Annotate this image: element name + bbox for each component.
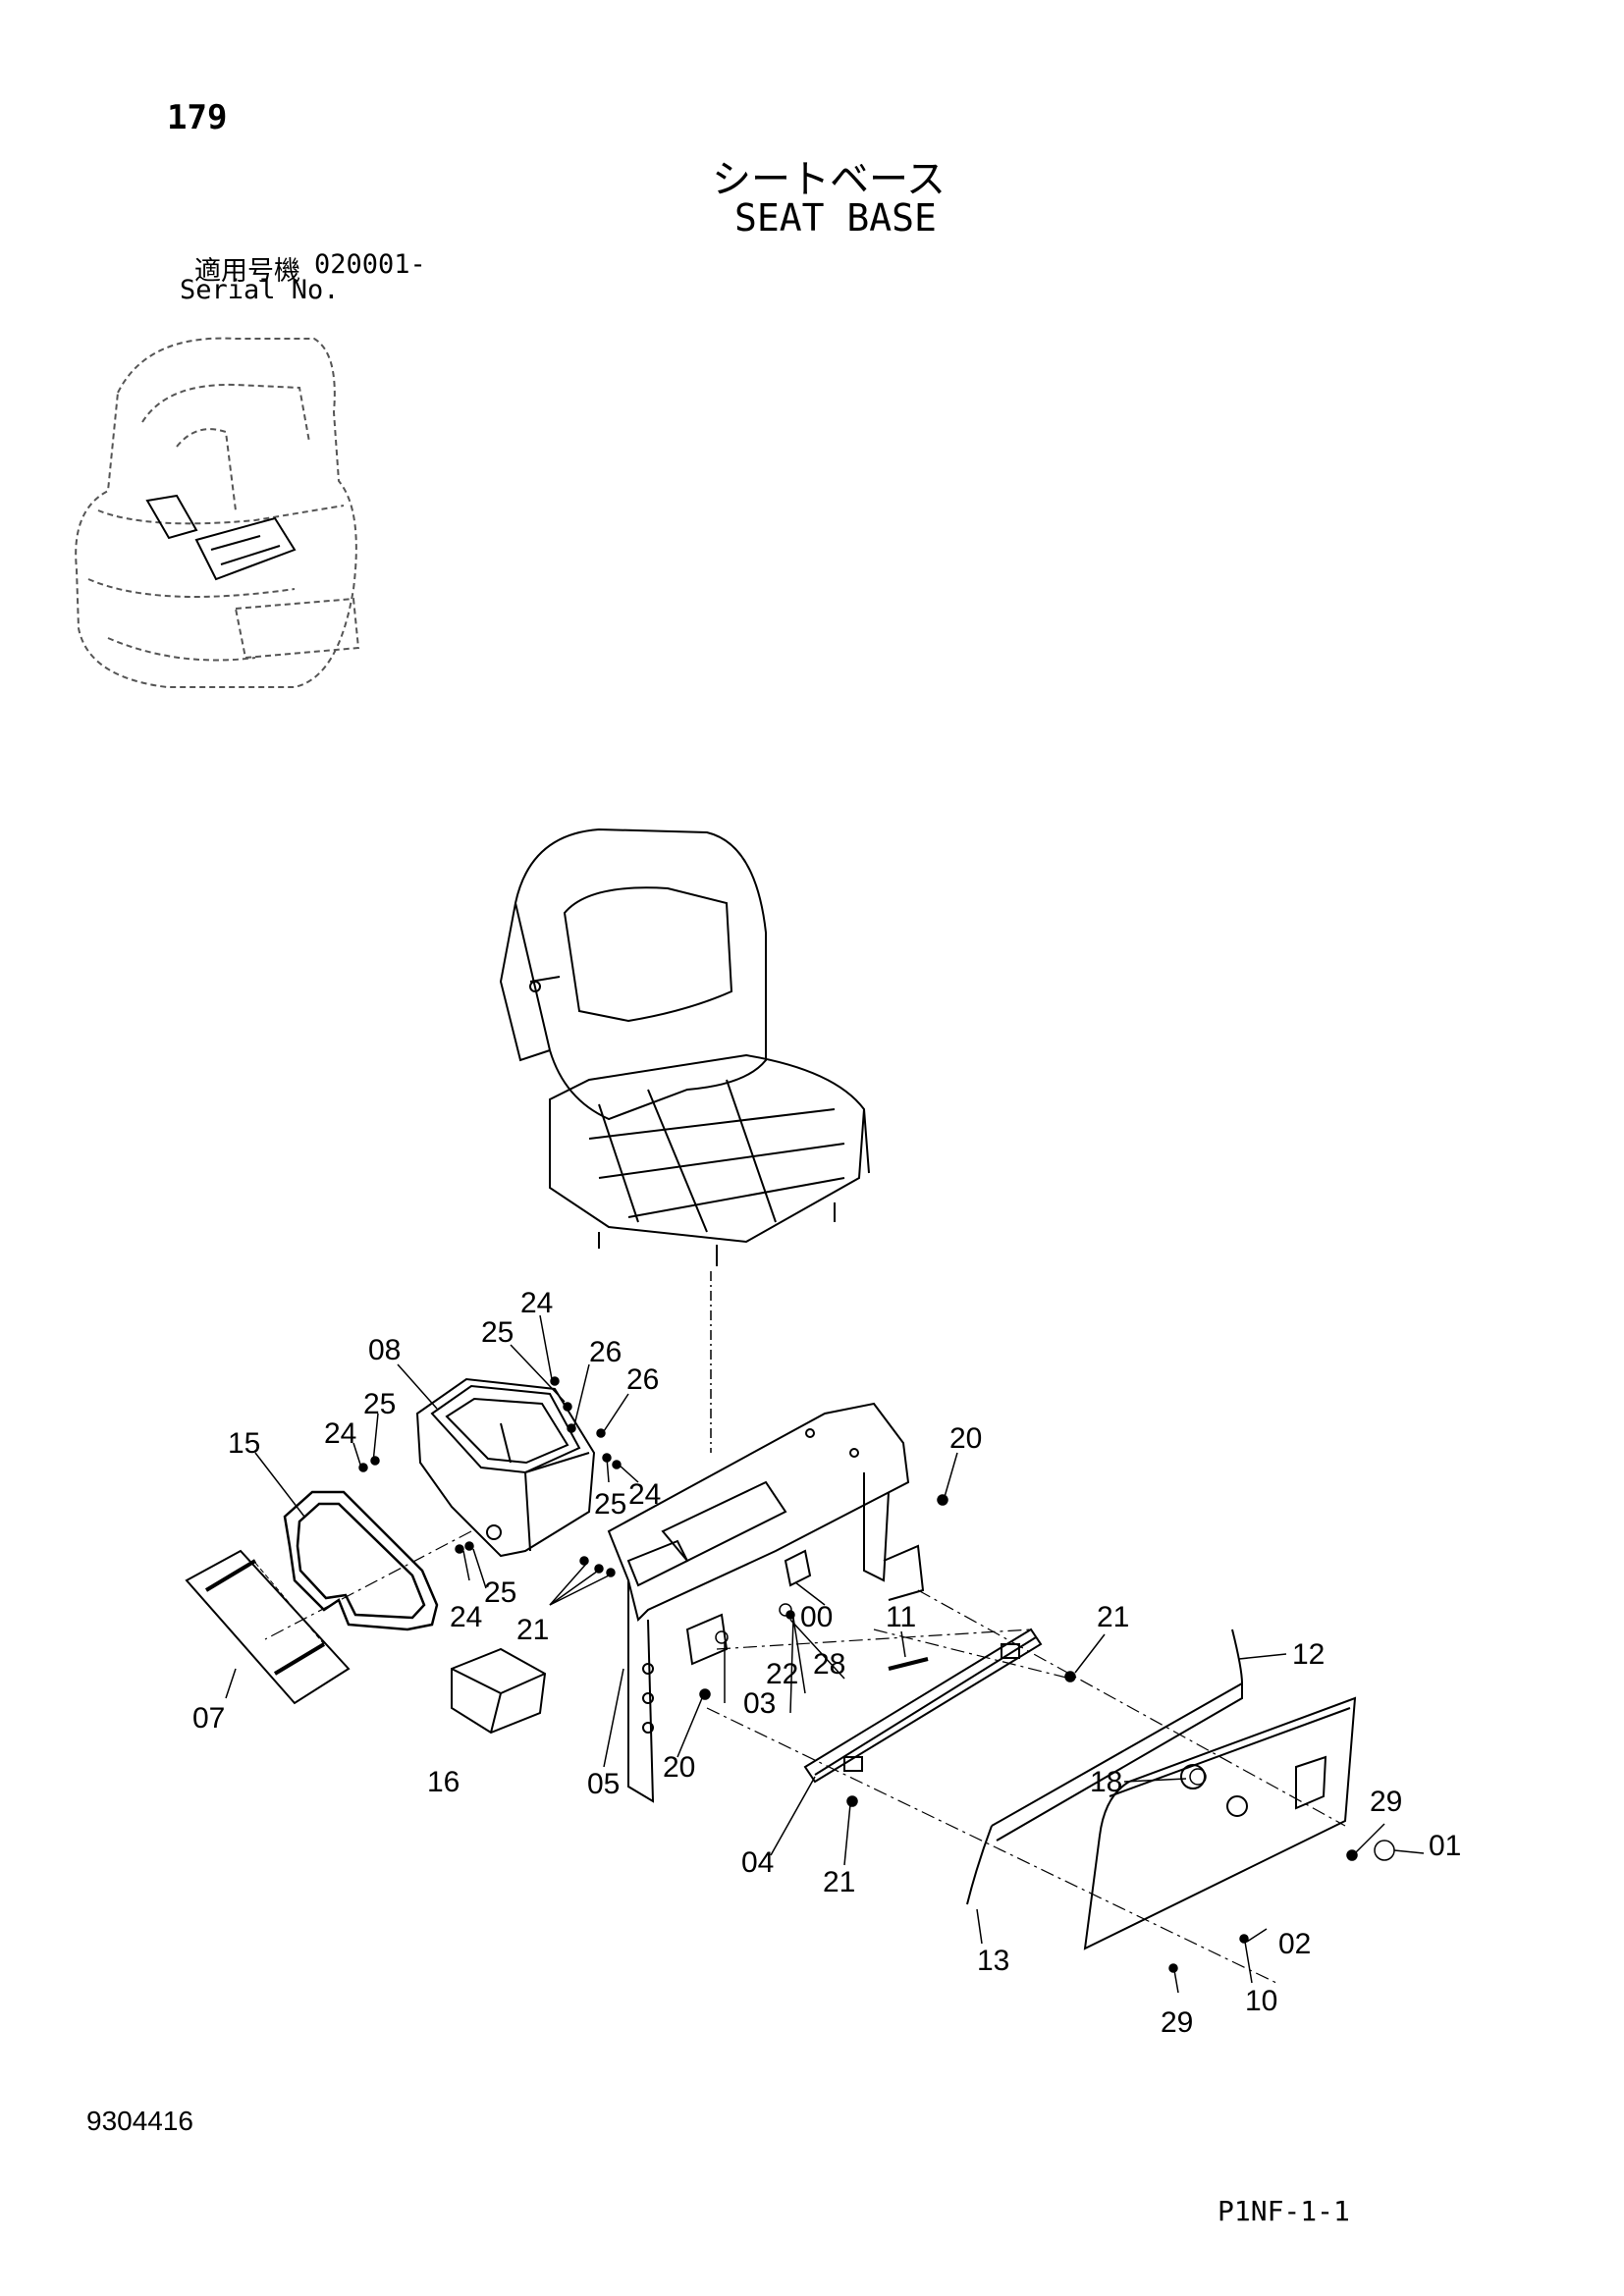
page-code: P1NF-1-1 xyxy=(1218,2195,1350,2227)
callout-10: 10 xyxy=(1245,1985,1277,2017)
title-japanese: シートベース xyxy=(712,157,946,202)
callout-26: 26 xyxy=(626,1363,659,1396)
callout-25: 25 xyxy=(363,1388,396,1420)
callout-21: 21 xyxy=(516,1614,549,1646)
callout-20: 20 xyxy=(663,1751,695,1784)
console-box xyxy=(415,1377,596,1558)
callout-24: 24 xyxy=(520,1287,553,1319)
cushion-block xyxy=(451,1647,547,1735)
inset-highlight-parts xyxy=(145,494,297,581)
callout-04: 04 xyxy=(741,1846,774,1879)
callout-labels: 24 25 08 26 26 25 24 15 20 25 24 25 24 2… xyxy=(192,1287,1461,2039)
callout-00: 00 xyxy=(800,1601,833,1633)
document-number: 9304416 xyxy=(86,2106,194,2136)
operator-seat xyxy=(499,828,870,1266)
callout-29: 29 xyxy=(1161,2006,1193,2039)
fasteners xyxy=(358,1376,1395,1973)
main-frame xyxy=(607,1402,925,1803)
callout-16: 16 xyxy=(427,1766,460,1798)
title-english: SEAT BASE xyxy=(734,196,937,240)
callout-12: 12 xyxy=(1292,1638,1325,1671)
callout-28: 28 xyxy=(813,1648,845,1681)
page-number: 179 xyxy=(167,98,228,137)
callout-26: 26 xyxy=(589,1336,622,1368)
callout-24: 24 xyxy=(324,1417,356,1450)
serial-label-english: Serial No. xyxy=(180,275,340,305)
leader-lines xyxy=(225,1314,1425,1994)
callout-24: 24 xyxy=(450,1601,482,1633)
callout-21: 21 xyxy=(1097,1601,1129,1633)
mat-plate xyxy=(185,1549,351,1705)
callout-05: 05 xyxy=(587,1768,620,1800)
callout-24: 24 xyxy=(628,1478,661,1511)
machine-location-inset xyxy=(75,337,360,688)
callout-29: 29 xyxy=(1370,1786,1402,1818)
callout-25: 25 xyxy=(481,1316,514,1349)
serial-value: 020001- xyxy=(314,249,426,280)
callout-07: 07 xyxy=(192,1702,225,1735)
callout-18: 18 xyxy=(1090,1766,1122,1798)
callout-01: 01 xyxy=(1429,1830,1461,1862)
serial-label-japanese: 適用号機 xyxy=(194,256,300,287)
callout-11: 11 xyxy=(886,1601,916,1633)
callout-25: 25 xyxy=(484,1576,516,1609)
callout-03: 03 xyxy=(743,1687,776,1720)
callout-08: 08 xyxy=(368,1334,401,1366)
slide-rail xyxy=(803,1628,1043,1784)
callout-02: 02 xyxy=(1278,1928,1311,1960)
callout-15: 15 xyxy=(228,1427,260,1460)
callout-22: 22 xyxy=(766,1658,798,1690)
callout-21: 21 xyxy=(823,1866,855,1898)
callout-25: 25 xyxy=(594,1488,626,1521)
assembly-guide-lines xyxy=(264,1530,1346,1984)
callout-20: 20 xyxy=(949,1422,982,1455)
handle-bar xyxy=(283,1490,439,1631)
front-cover xyxy=(1083,1696,1357,1950)
side-cover xyxy=(966,1629,1243,1905)
callout-13: 13 xyxy=(977,1945,1009,1977)
